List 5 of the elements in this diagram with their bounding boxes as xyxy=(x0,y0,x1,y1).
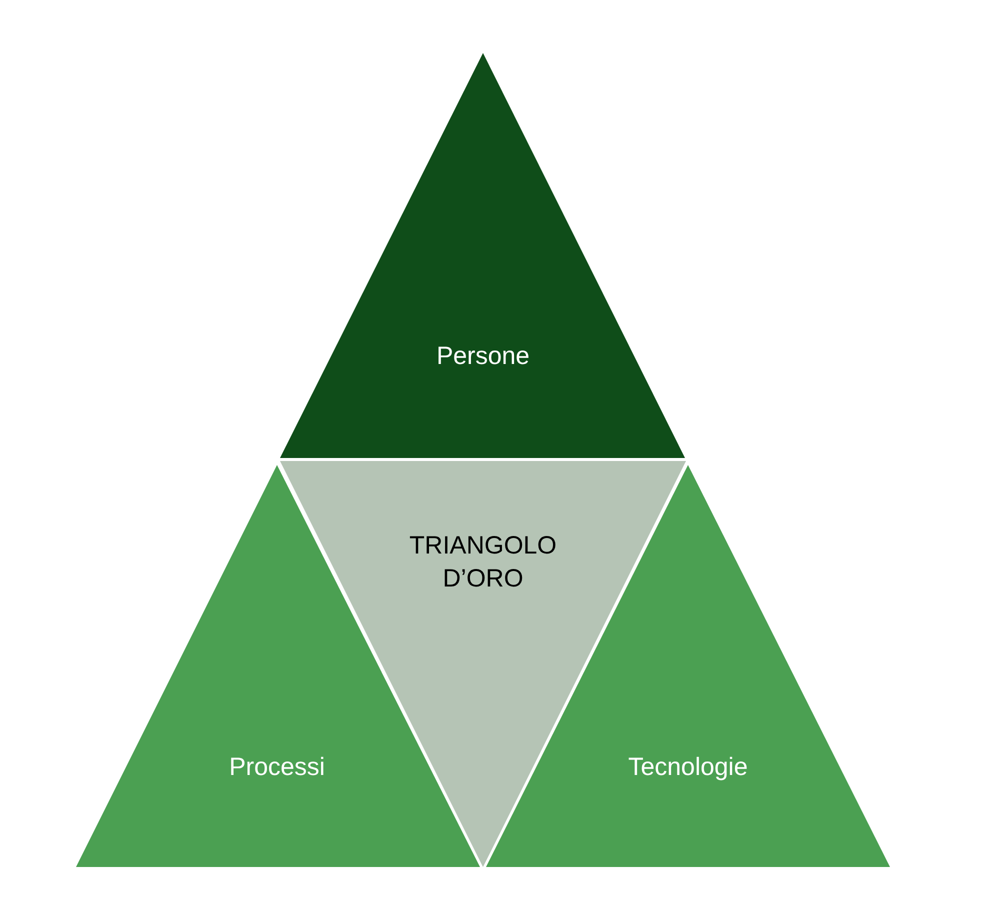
segment-label: Processi xyxy=(228,752,326,783)
segment-label: Tecnologie xyxy=(627,752,749,783)
triangle-segment xyxy=(280,53,685,458)
segment-label: Persone xyxy=(435,340,531,372)
segment-label: TRIANGOLO D’ORO xyxy=(408,530,558,594)
